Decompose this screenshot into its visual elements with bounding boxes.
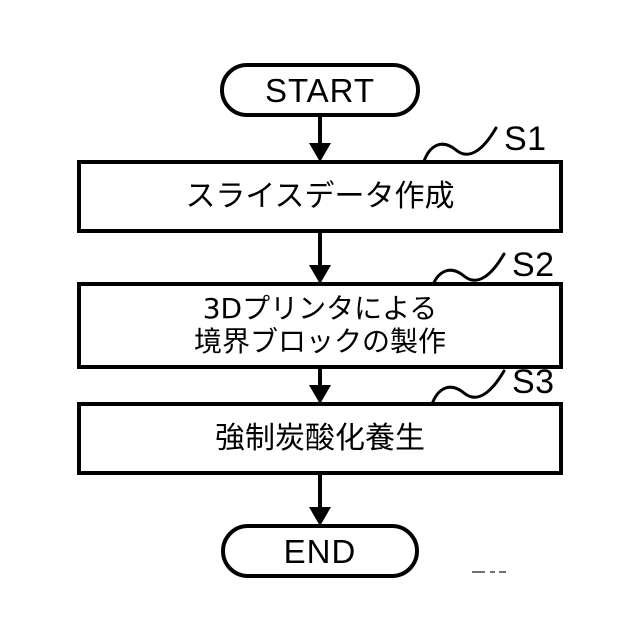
step-ref-s2: S2 bbox=[428, 246, 568, 292]
arrow-down-icon bbox=[309, 114, 331, 162]
scan-artifact bbox=[472, 569, 506, 575]
arrow-down-icon bbox=[309, 473, 331, 526]
node-s3-label: 強制炭酸化養生 bbox=[215, 420, 425, 456]
step-ref-s3: S3 bbox=[428, 363, 568, 409]
node-start: START bbox=[220, 63, 420, 117]
connector-s3-to-end bbox=[304, 473, 336, 526]
node-s2-label: 3Dプリンタによる 境界ブロックの製作 bbox=[193, 292, 446, 358]
arrow-down-icon bbox=[309, 231, 331, 284]
node-start-label: START bbox=[264, 71, 376, 109]
step-ref-s3-label: S3 bbox=[512, 363, 555, 401]
connector-s2-to-s3 bbox=[304, 367, 336, 404]
node-s1-label: スライスデータ作成 bbox=[185, 178, 455, 214]
step-ref-s1: S1 bbox=[420, 120, 560, 166]
connector-s1-to-s2 bbox=[304, 231, 336, 284]
step-ref-s1-label: S1 bbox=[504, 120, 547, 158]
node-s3: 強制炭酸化養生 bbox=[77, 402, 563, 475]
node-s2: 3Dプリンタによる 境界ブロックの製作 bbox=[77, 282, 563, 369]
squiggle-leader-icon bbox=[421, 126, 498, 166]
connector-start-to-s1 bbox=[304, 114, 336, 162]
node-end-label: END bbox=[283, 532, 357, 570]
step-ref-s2-label: S2 bbox=[512, 246, 555, 284]
node-s1: スライスデータ作成 bbox=[77, 160, 563, 233]
arrow-down-icon bbox=[309, 367, 331, 404]
squiggle-leader-icon bbox=[429, 252, 506, 292]
dash-marks-icon bbox=[472, 571, 506, 573]
squiggle-leader-icon bbox=[429, 369, 506, 409]
node-end: END bbox=[221, 524, 419, 578]
